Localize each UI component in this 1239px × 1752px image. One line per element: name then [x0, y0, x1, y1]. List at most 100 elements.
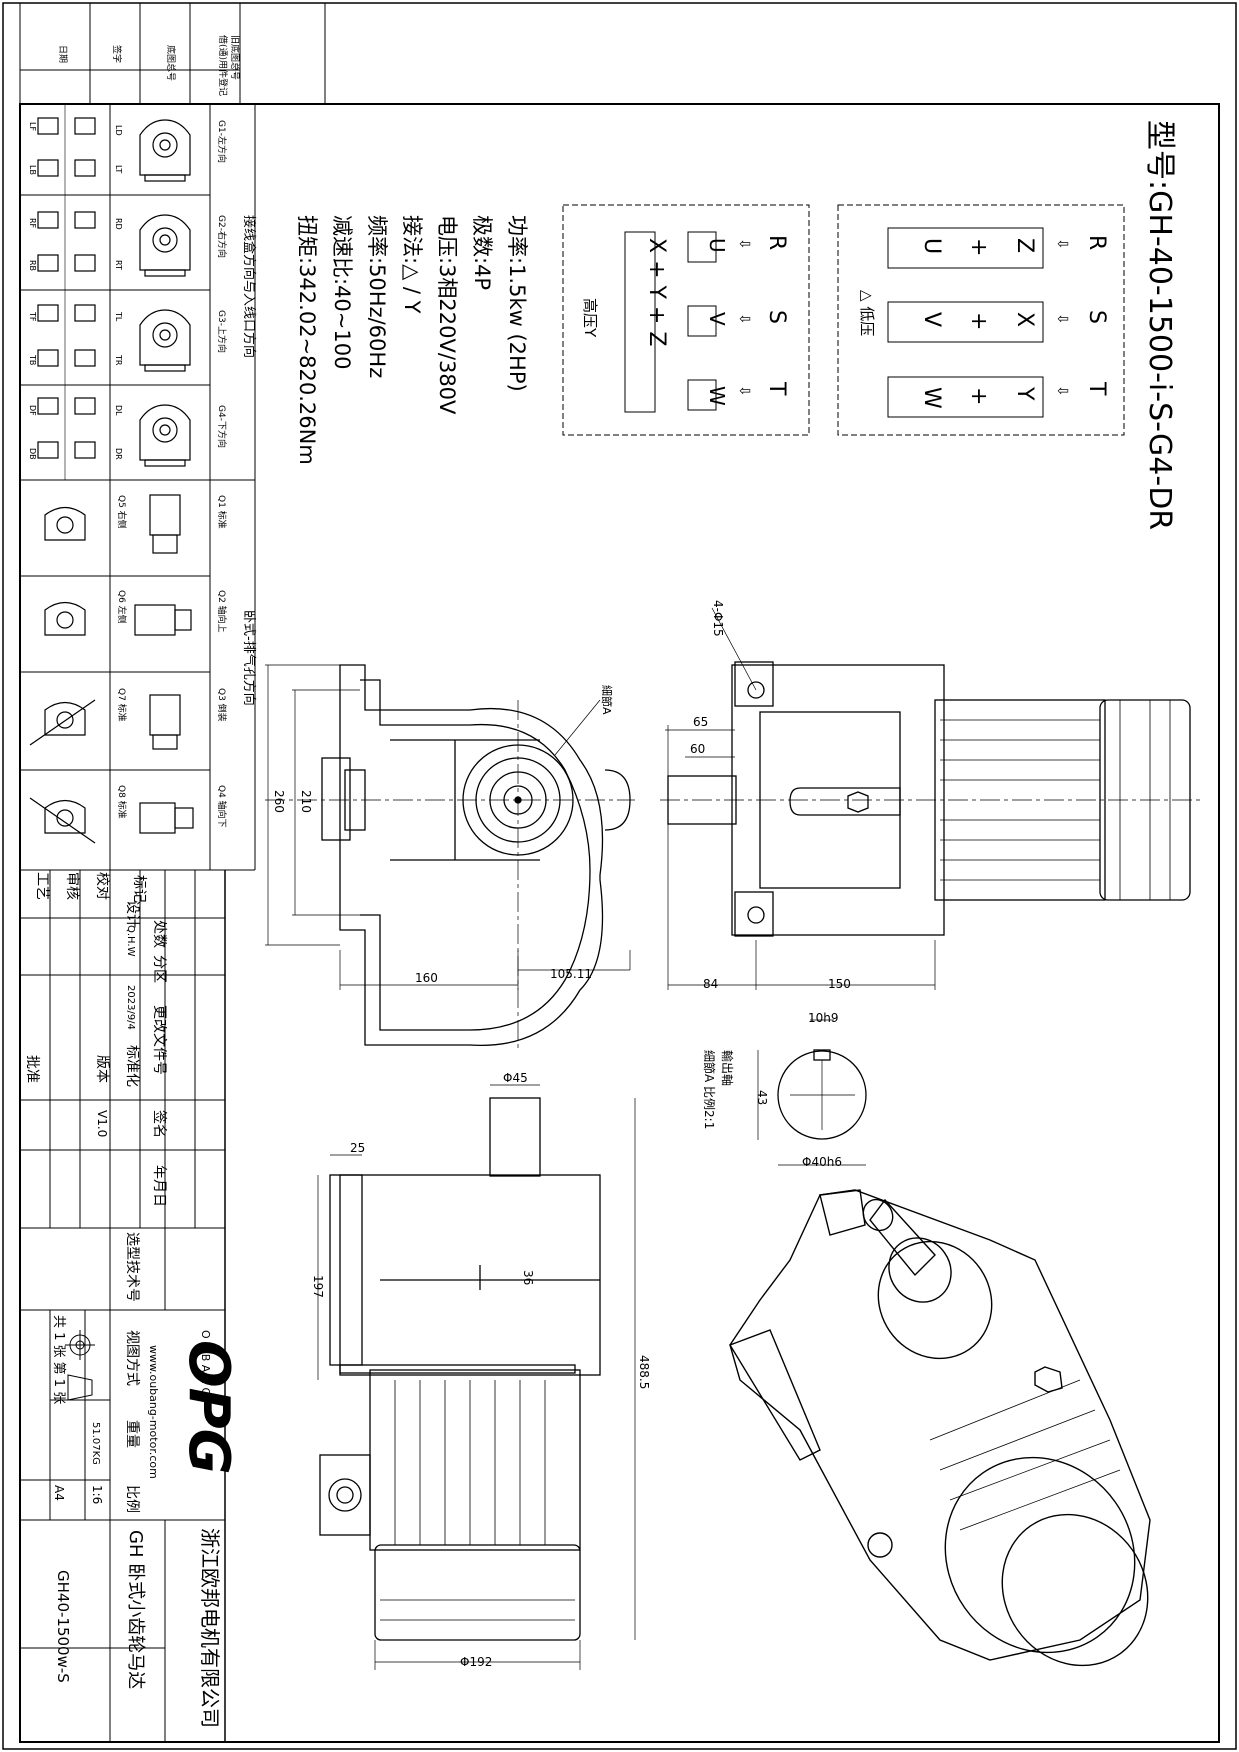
low-r: R [1084, 235, 1109, 250]
side-view [317, 1084, 636, 1670]
low-label: △ 低压 [858, 290, 876, 336]
low-v: V [919, 312, 944, 327]
dim-key: 10h9 [808, 1011, 839, 1025]
model-title: 型号:GH-40-1500-i-S-G4-DR [1142, 120, 1177, 530]
tech-no-label: 选型技术号 [124, 1232, 140, 1302]
drawing-number: GH40-1500w-S [54, 1570, 72, 1683]
low-u: U [919, 238, 944, 254]
low-s: S [1084, 310, 1109, 324]
dim-197: 197 [311, 1275, 325, 1298]
svg-text:LB: LB [28, 165, 37, 175]
dim-160: 160 [415, 971, 438, 985]
role-design: 设计 [124, 900, 140, 928]
front-view [265, 664, 635, 1050]
svg-text:⇩: ⇩ [736, 238, 752, 250]
design-date: 2023/9/4 [125, 985, 136, 1030]
svg-text:⇩: ⇩ [736, 385, 752, 397]
role-approve: 批准 [24, 1055, 40, 1083]
shaft-note-1: 輸出軸 [720, 1050, 735, 1086]
svg-text:+: + [966, 238, 991, 256]
sheet-count: 共 1 张 第 1 张 [51, 1315, 66, 1404]
low-t: T [1084, 381, 1109, 396]
dim-43: 43 [755, 1090, 769, 1105]
svg-text:DF: DF [28, 405, 37, 416]
spec-torque: 扭矩:342.02~820.26Nm [295, 215, 319, 465]
svg-text:LT: LT [114, 165, 123, 173]
high-label: 高压Y [581, 298, 599, 338]
role-check: 校对 [94, 872, 111, 900]
dim-84: 84 [703, 977, 718, 991]
spec-frequency: 频率:50Hz/60Hz [365, 215, 389, 378]
q-view-sketches [29, 494, 194, 844]
q3-label: Q3 倒装 [216, 688, 228, 722]
rev-count: 处数 [151, 920, 167, 948]
paper-size: A4 [52, 1485, 66, 1501]
margin-sign: 签字 [111, 45, 123, 63]
dim-260: 260 [272, 790, 286, 813]
rev-mark: 标记 [131, 875, 147, 903]
shaft-detail [757, 1019, 867, 1166]
q1-label: Q1 标准 [216, 495, 228, 529]
isometric-view [728, 1189, 1151, 1667]
dim-105: 105.11 [550, 967, 592, 981]
svg-text:RF: RF [28, 218, 37, 229]
g2-label: G2-右方向 [216, 215, 228, 258]
exhaust-heading: 卧式-排气孔方向 [241, 610, 257, 706]
dim-45: Φ45 [503, 1071, 528, 1085]
dim-65: 65 [693, 715, 708, 729]
dim-holes: 4-Φ15 [711, 600, 725, 637]
product-name: GH 卧式小齿轮马达 [125, 1530, 146, 1689]
g4-label: G4-下方向 [216, 405, 228, 448]
spec-power: 功率:1.5kw (2HP) [505, 215, 529, 392]
high-w: W [705, 386, 729, 406]
svg-text:⇩: ⇩ [1054, 238, 1070, 250]
svg-text:DR: DR [114, 448, 123, 460]
dim-488: 488.5 [637, 1355, 651, 1389]
projection-symbol-icon [65, 1330, 95, 1401]
dim-210: 210 [299, 790, 313, 813]
svg-text:⇩: ⇩ [1054, 385, 1070, 397]
spec-voltage: 电压:3相220V/380V [435, 215, 459, 415]
high-u: U [705, 238, 729, 253]
dim-150: 150 [828, 977, 851, 991]
dim-36: 36 [521, 1270, 535, 1285]
high-r: R [764, 235, 789, 250]
title-block: 标记 处数 分区 更改文件号 签名 年月日 设计 校对 审核 工艺 批准 Q.H… [19, 870, 241, 1742]
low-y: Y [1012, 386, 1037, 401]
svg-text:TL: TL [114, 311, 123, 322]
brand-logo: OPG [176, 1340, 241, 1475]
svg-text:+: + [966, 387, 991, 405]
high-t: T [764, 381, 789, 396]
q8-label: Q8 标准 [116, 785, 128, 819]
wiring-low-box: R S T ⇩ ⇩ ⇩ Z + U X + V Y + W △ 低压 [837, 204, 1125, 436]
weight-value: 51.07KG [90, 1422, 101, 1465]
g-view-sketches [37, 117, 191, 467]
svg-text:LF: LF [28, 122, 37, 131]
std-label: 标准化 [124, 1045, 140, 1087]
svg-text:⇩: ⇩ [736, 313, 752, 325]
svg-text:DL: DL [114, 405, 123, 416]
orientation-table: 接线盒方向与入线口方向 卧式-排气孔方向 G1-左方向 G2-右方向 G3-上方… [20, 104, 257, 871]
dim-shaft: Φ40h6 [802, 1155, 842, 1169]
spec-ratio: 减速比:40~100 [330, 215, 354, 369]
scale-label: 比例 [124, 1485, 140, 1513]
margin-common: 借(通)用件登记 [217, 35, 229, 96]
spec-poles: 极数:4P [470, 215, 494, 290]
rev-date: 年月日 [151, 1165, 167, 1207]
shaft-note-2: 細節A 比例2:1 [702, 1050, 717, 1129]
q2-label: Q2 轴向上 [216, 590, 228, 633]
svg-text:⇩: ⇩ [1054, 313, 1070, 325]
high-s: S [764, 310, 789, 324]
high-v: V [705, 312, 729, 326]
svg-text:+: + [966, 312, 991, 330]
svg-text:RT: RT [114, 260, 123, 270]
role-review: 审核 [64, 872, 80, 900]
brand-sub: O U B A N G [199, 1330, 212, 1396]
designer-name: Q.H.W [125, 925, 136, 957]
svg-text:TB: TB [28, 354, 37, 365]
company-name: 浙江欧邦电机有限公司 [198, 1528, 222, 1728]
q7-label: Q7 标准 [116, 688, 128, 722]
svg-text:TR: TR [114, 354, 123, 366]
